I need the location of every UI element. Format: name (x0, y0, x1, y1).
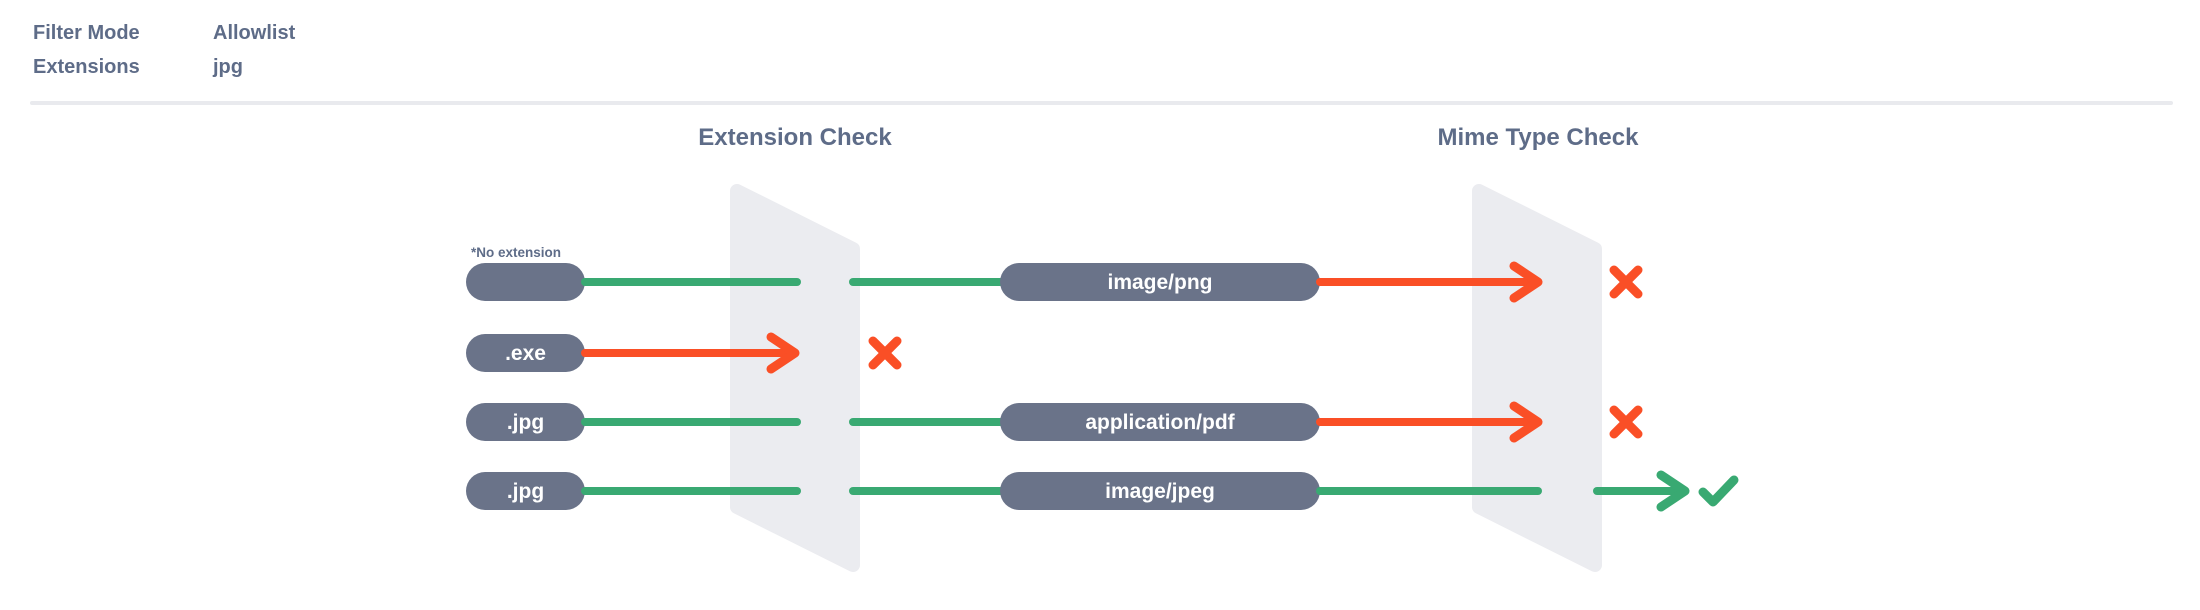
source-file-pill (466, 263, 585, 301)
extension-check-title: Extension Check (698, 124, 892, 151)
source-note-label: *No extension (471, 245, 561, 260)
mime-type-check-panel (1472, 184, 1602, 572)
mime-fail-arrow-icon (1509, 401, 1543, 443)
config-summary: Filter Mode Allowlist Extensions jpg (33, 16, 295, 84)
source-file-pill (466, 403, 585, 441)
filter-mode-value: Allowlist (213, 22, 296, 44)
mime-type-pill (1000, 472, 1320, 510)
mime-type-pill-label: application/pdf (1085, 411, 1235, 434)
extension-check-panel (730, 184, 860, 572)
source-file-pill-label: .jpg (507, 411, 544, 434)
mime-fail-x-icon (1609, 405, 1643, 439)
extensions-value: jpg (213, 56, 243, 78)
extensions-label: Extensions (33, 56, 140, 78)
filter-mode-label: Filter Mode (33, 22, 140, 44)
mime-type-pill-label: image/jpeg (1105, 480, 1215, 503)
mime-type-check-title: Mime Type Check (1437, 124, 1639, 151)
header-divider (30, 101, 2173, 105)
extension-fail-x-icon (868, 336, 902, 370)
pass-arrow-icon (1656, 470, 1690, 512)
mime-type-pill (1000, 403, 1320, 441)
source-file-pill (466, 472, 585, 510)
pass-check-icon (1698, 475, 1739, 507)
source-file-pill-label: .exe (505, 342, 546, 365)
source-file-pill-label: .jpg (507, 480, 544, 503)
extension-fail-arrow-icon (766, 332, 800, 374)
mime-fail-x-icon (1609, 265, 1643, 299)
mime-type-pill (1000, 263, 1320, 301)
mime-type-pill-label: image/png (1107, 271, 1212, 294)
mime-fail-arrow-icon (1509, 261, 1543, 303)
source-file-pill (466, 334, 585, 372)
